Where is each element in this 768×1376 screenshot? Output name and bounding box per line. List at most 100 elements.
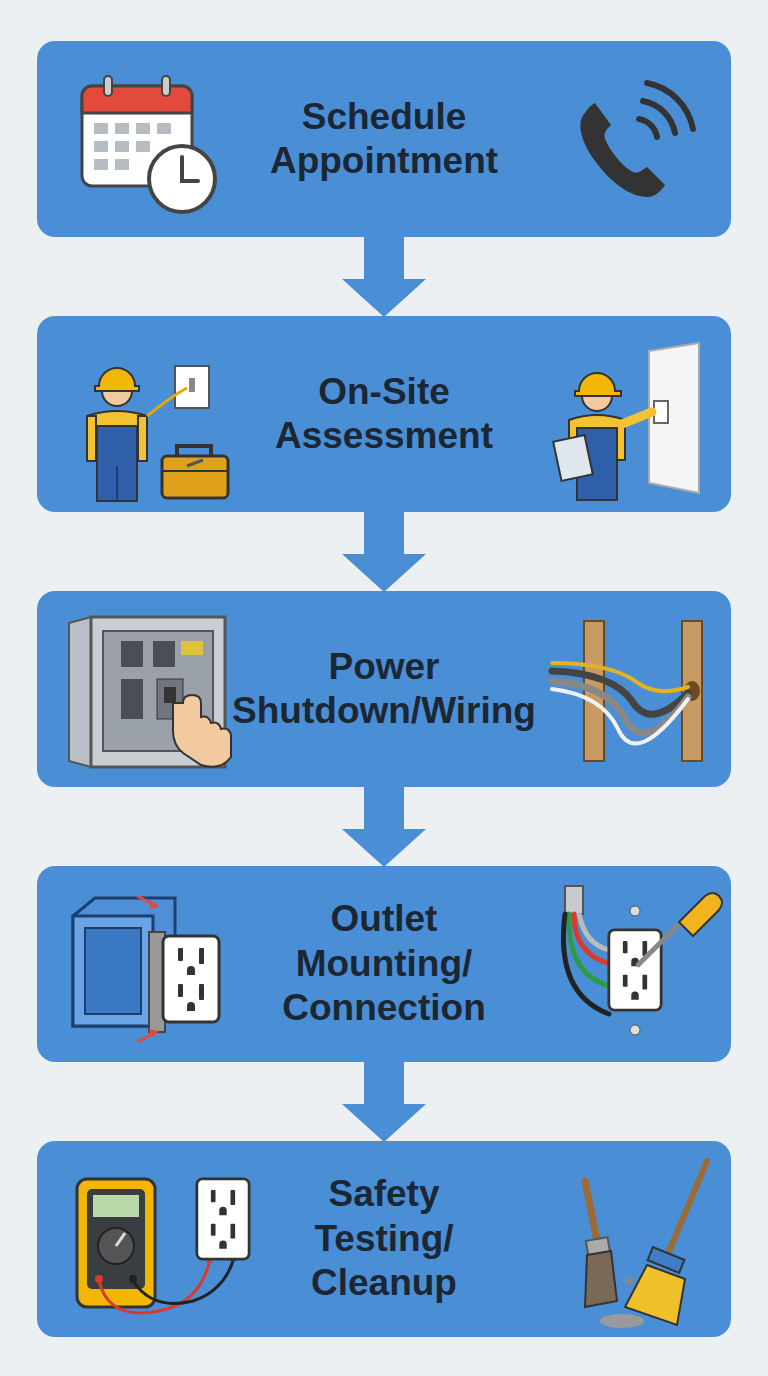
wired-outlet-part-part	[579, 914, 609, 950]
breaker-panel-part	[121, 679, 143, 719]
flow-arrow	[342, 511, 426, 592]
phone-icon	[580, 83, 693, 197]
phone-icon-part	[647, 83, 693, 129]
breaker-panel-part	[153, 641, 175, 667]
calendar-icon-part-part	[136, 123, 150, 134]
clock-icon	[149, 146, 215, 212]
calendar-icon-part-part	[157, 123, 171, 134]
inspecting-worker-part	[622, 412, 652, 424]
worker-figure-part	[116, 466, 118, 501]
breaker-panel-part	[121, 641, 143, 667]
outlet-insert-part	[163, 936, 219, 1022]
worker-figure-part	[97, 426, 137, 501]
step-label: On-Site Assessment	[234, 370, 534, 459]
toolbox-icon-part	[187, 460, 203, 466]
worker-figure-part	[95, 368, 139, 391]
pointing-hand	[173, 695, 231, 767]
calendar-icon-part	[104, 76, 112, 96]
calendar-icon-part-part	[115, 123, 129, 134]
wired-outlet	[563, 886, 661, 1035]
calendar-icon-part	[162, 76, 170, 96]
multimeter-icon-part	[93, 1195, 139, 1217]
toolbox-icon-part	[162, 470, 228, 472]
phone-icon-part	[580, 103, 665, 197]
wired-outlet-part	[630, 1025, 640, 1035]
breaker-panel-part	[164, 687, 176, 703]
step-label: Outlet Mounting/ Connection	[254, 897, 514, 1030]
calendar-icon-part-part	[115, 141, 129, 152]
multimeter-icon-part	[116, 1233, 125, 1246]
electrical-box-part	[73, 916, 153, 1026]
wired-outlet-part	[563, 914, 610, 1014]
multimeter-icon-part	[98, 1228, 134, 1264]
wired-outlet-part-part	[574, 914, 610, 964]
multimeter-icon-part	[87, 1189, 145, 1289]
worker-figure-part	[87, 416, 96, 461]
multimeter-icon	[77, 1179, 155, 1307]
paint-brush-part	[625, 1277, 633, 1285]
wired-outlet-part-part	[569, 914, 609, 986]
wired-outlet-part	[630, 906, 640, 916]
outlet-icon	[197, 1179, 249, 1259]
wall-plate-part	[147, 388, 187, 416]
inspecting-worker	[553, 343, 699, 500]
wall-studs-part	[682, 621, 702, 761]
toolbox-icon-part	[162, 456, 228, 498]
process-box: Power Shutdown/Wiring	[37, 591, 731, 787]
phone-icon-part	[639, 119, 657, 137]
test-leads-part	[133, 1261, 233, 1304]
process-box: Safety Testing/ Cleanup	[37, 1141, 731, 1337]
process-box: Schedule Appointment	[37, 41, 731, 237]
worker-figure	[87, 368, 147, 501]
step-label: Power Shutdown/Wiring	[194, 645, 574, 734]
calendar-icon-part-part	[115, 159, 129, 170]
breaker-panel-part	[181, 641, 203, 655]
broom-icon	[600, 1161, 707, 1328]
toolbox-icon	[162, 446, 228, 498]
flow-arrow	[342, 236, 426, 317]
process-box: Outlet Mounting/ Connection	[37, 866, 731, 1062]
inspecting-worker-part	[649, 343, 699, 493]
screwdriver-icon	[637, 893, 722, 966]
wired-outlet-part-part	[563, 914, 609, 1014]
flow-arrow	[342, 786, 426, 867]
calendar-icon-part	[82, 86, 192, 113]
broom-icon-part	[665, 1161, 707, 1261]
wired-outlet-part	[565, 886, 583, 914]
wire-bundle-part	[552, 663, 688, 691]
wall-plate-part	[189, 378, 195, 392]
assessment-icons	[37, 316, 731, 512]
step-label: Schedule Appointment	[234, 95, 534, 184]
wall-plate-part	[175, 366, 209, 408]
wall-plate	[147, 366, 209, 416]
step-label: Safety Testing/ Cleanup	[254, 1172, 514, 1305]
schedule-icons	[37, 41, 731, 237]
calendar-icon-part-part	[136, 141, 150, 152]
test-leads-part	[99, 1263, 209, 1313]
screwdriver-icon-part	[679, 893, 722, 936]
calendar-icon-part-part	[94, 141, 108, 152]
wired-outlet-part	[609, 930, 661, 1010]
electrical-box-part	[85, 928, 141, 1014]
breaker-panel-part	[69, 617, 91, 767]
process-box: On-Site Assessment	[37, 316, 731, 512]
pointing-hand-part	[173, 695, 231, 767]
broom-icon-part	[600, 1314, 644, 1328]
shutdown-icons	[37, 591, 731, 787]
paint-brush-part	[585, 1251, 617, 1307]
clock-icon-part	[149, 146, 215, 212]
clock-icon-part	[182, 157, 198, 181]
wire-bundle	[552, 663, 688, 744]
calendar-icon-part-part	[94, 123, 108, 134]
flow-arrow	[342, 1061, 426, 1142]
inspecting-worker-part	[575, 373, 621, 396]
phone-icon-part	[643, 101, 675, 133]
outlet-insert	[137, 896, 219, 1042]
worker-figure-part	[138, 416, 147, 461]
paint-brush	[585, 1181, 640, 1307]
paint-brush-part	[585, 1181, 597, 1241]
wire-bundle-part	[552, 689, 688, 744]
outlet-insert-part	[149, 1029, 159, 1038]
calendar-icon-part-part	[94, 159, 108, 170]
